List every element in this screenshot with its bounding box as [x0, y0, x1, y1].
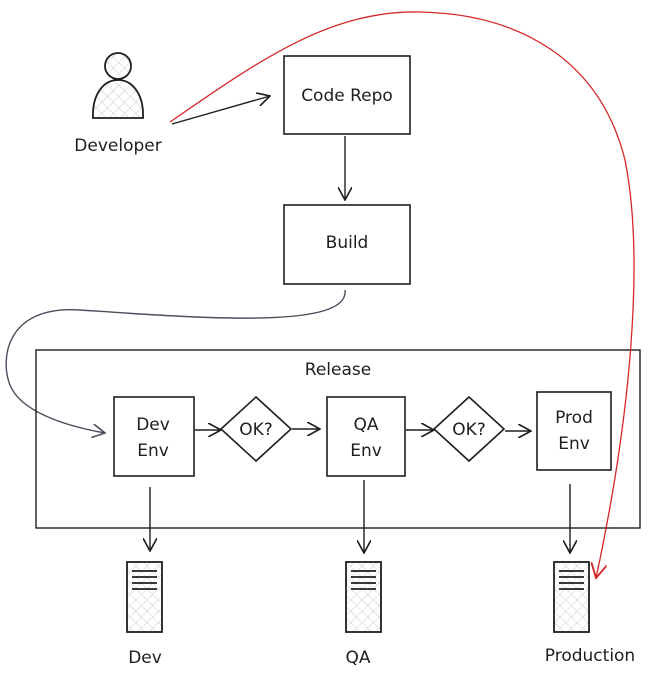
dev-server: Dev: [126, 561, 163, 668]
ok1-decision: OK?: [219, 395, 293, 463]
dev-env-node: Dev Env: [113, 396, 195, 477]
qa-env-label-line1: QA: [353, 415, 378, 435]
arrow-build-to-dev-env: [5, 289, 346, 433]
code-repo-label: Code Repo: [301, 86, 393, 106]
prod-env-node: Prod Env: [536, 391, 612, 471]
prod-env-label-line2: Env: [558, 434, 590, 454]
dev-server-label: Dev: [128, 648, 162, 668]
arrow-developer-to-repo: [171, 96, 270, 125]
release-frame: Release: [35, 349, 641, 529]
ok2-decision: OK?: [432, 395, 506, 463]
dev-env-label-line2: Env: [137, 441, 169, 461]
production-server: Production: [545, 561, 635, 666]
code-repo-node: Code Repo: [283, 55, 411, 135]
arrow-developer-to-production: [169, 11, 635, 578]
build-node: Build: [283, 204, 411, 285]
dev-env-label-line1: Dev: [136, 415, 170, 435]
production-server-label: Production: [545, 646, 635, 666]
ok1-label: OK?: [239, 420, 273, 440]
qa-server-label: QA: [345, 648, 370, 668]
prod-env-label-line1: Prod: [555, 408, 593, 428]
qa-env-node: QA Env: [326, 396, 406, 477]
qa-server: QA: [345, 561, 382, 668]
server-icon: [553, 561, 590, 633]
release-label: Release: [305, 360, 371, 380]
server-icon: [126, 561, 163, 633]
server-icon: [345, 561, 382, 633]
ok2-label: OK?: [452, 420, 486, 440]
person-icon: [104, 52, 132, 80]
qa-env-label-line2: Env: [350, 441, 382, 461]
build-label: Build: [326, 233, 369, 253]
developer-actor: Developer: [74, 52, 162, 156]
developer-label: Developer: [74, 136, 161, 156]
